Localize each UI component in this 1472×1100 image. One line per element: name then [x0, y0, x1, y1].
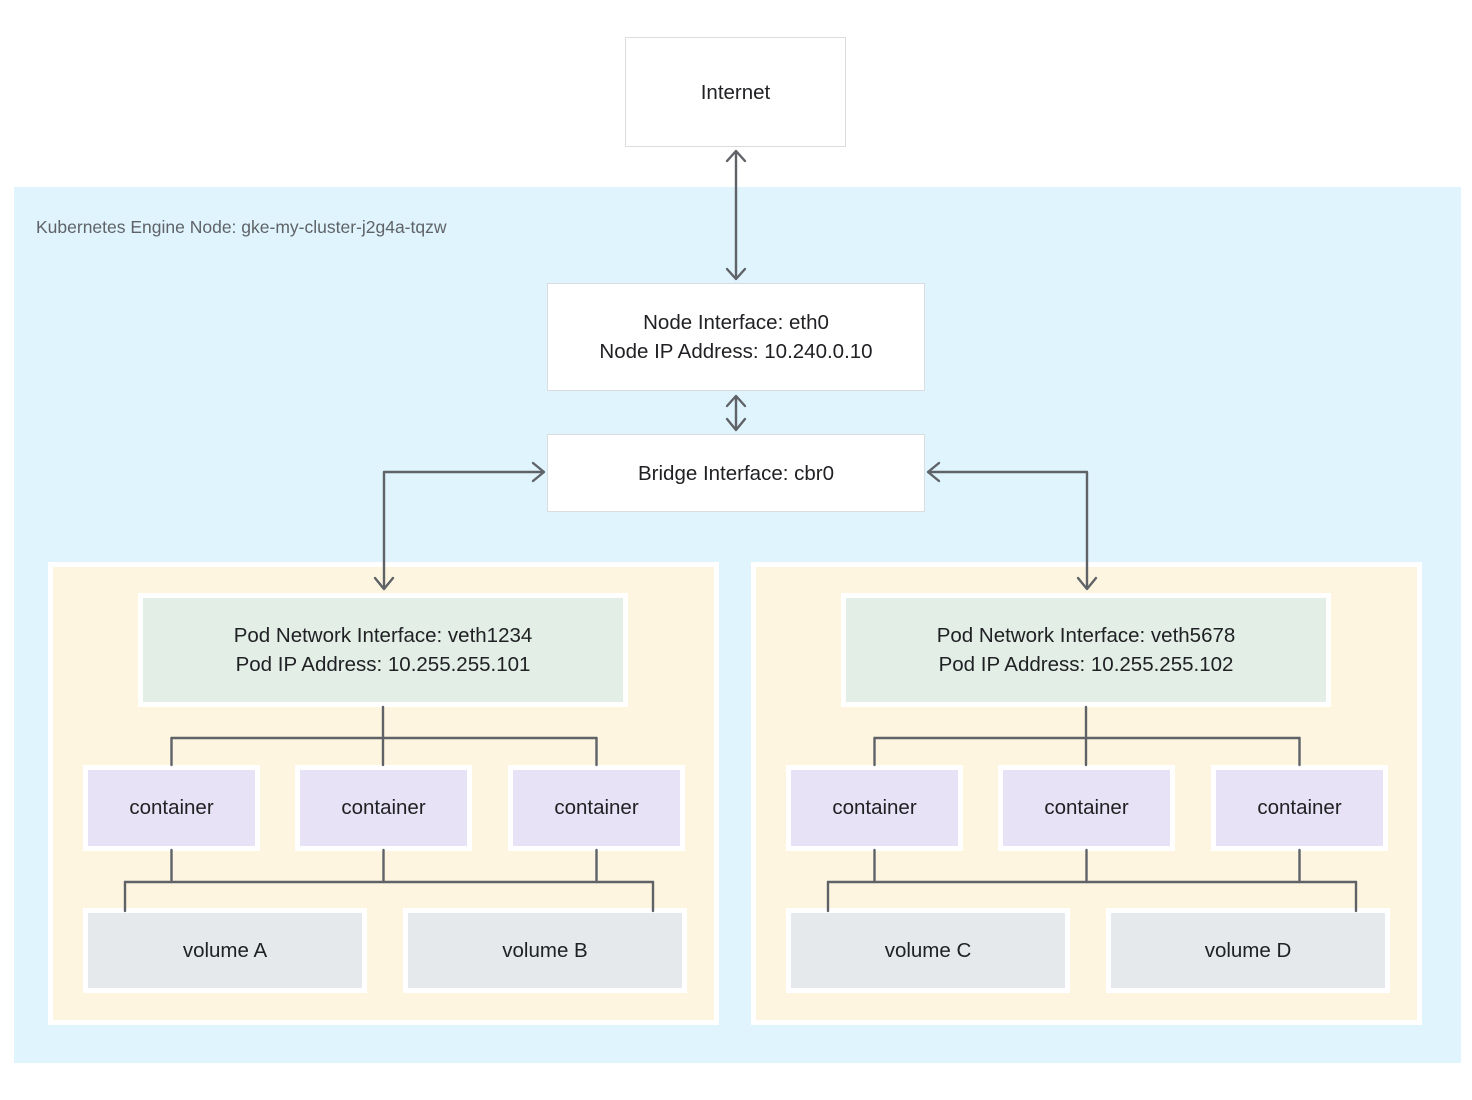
- pod2-interface-line1: Pod Network Interface: veth5678: [936, 624, 1236, 647]
- bridge-interface-box: Bridge Interface: cbr0: [547, 434, 925, 512]
- pod2-network-interface-box: Pod Network Interface: veth5678 Pod IP A…: [841, 593, 1331, 707]
- pod1-volume-b: volume B: [403, 908, 687, 993]
- pod1-volume-a: volume A: [83, 908, 367, 993]
- pod2-volume-d: volume D: [1106, 908, 1390, 993]
- pod-box-1: Pod Network Interface: veth1234 Pod IP A…: [48, 562, 719, 1025]
- pod2-volume-c: volume C: [786, 908, 1070, 993]
- node-interface-box: Node Interface: eth0 Node IP Address: 10…: [547, 283, 925, 391]
- pod-box-2: Pod Network Interface: veth5678 Pod IP A…: [751, 562, 1422, 1025]
- pod1-container-2: container: [295, 765, 472, 851]
- bridge-interface-label: Bridge Interface: cbr0: [638, 461, 834, 485]
- node-interface-line2: Node IP Address: 10.240.0.10: [599, 340, 873, 363]
- pod2-container-1: container: [786, 765, 963, 851]
- internet-box: Internet: [625, 37, 846, 147]
- pod1-interface-line2: Pod IP Address: 10.255.255.101: [235, 653, 531, 676]
- internet-label: Internet: [700, 80, 771, 104]
- pod1-container-1: container: [83, 765, 260, 851]
- pod1-interface-line1: Pod Network Interface: veth1234: [233, 624, 533, 647]
- node-interface-line1: Node Interface: eth0: [643, 311, 829, 334]
- pod2-interface-line2: Pod IP Address: 10.255.255.102: [938, 653, 1234, 676]
- pod1-network-interface-box: Pod Network Interface: veth1234 Pod IP A…: [138, 593, 628, 707]
- pod2-container-3: container: [1211, 765, 1388, 851]
- pod1-container-3: container: [508, 765, 685, 851]
- cluster-title: Kubernetes Engine Node: gke-my-cluster-j…: [36, 217, 447, 237]
- pod2-container-2: container: [998, 765, 1175, 851]
